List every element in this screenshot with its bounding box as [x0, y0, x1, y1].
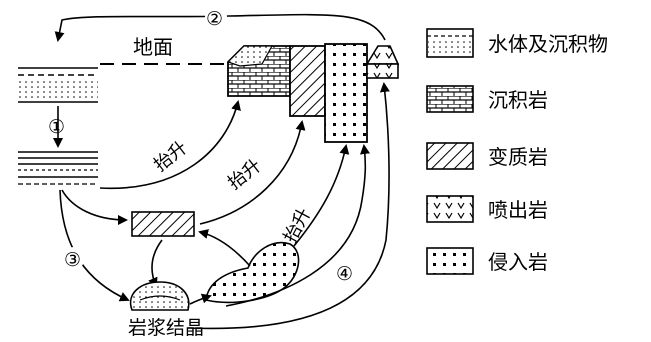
legend: 水体及沉积物 沉积岩 变质岩 喷出岩 侵入岩 [426, 28, 608, 275]
arrow-melting [59, 189, 130, 302]
legend-item-water-sediment: 水体及沉积物 [426, 28, 608, 58]
process-number-2: ② [206, 8, 223, 30]
legend-swatch-extrusive [426, 195, 474, 223]
legend-item-extrusive: 喷出岩 [426, 195, 548, 223]
arrow-to-intrusive [189, 293, 212, 305]
arrow-metamorphic-melting [148, 239, 163, 288]
legend-label-extrusive: 喷出岩 [488, 198, 548, 222]
legend-label-intrusive: 侵入岩 [488, 250, 548, 274]
ground-label: 地面 [133, 35, 173, 59]
water-sediment-layer [18, 67, 98, 103]
arrow-uplift-1 [99, 100, 241, 189]
arrow-eruption [187, 82, 390, 330]
legend-swatch-sedimentary [426, 85, 474, 113]
arrow-to-metamorphism [61, 189, 128, 225]
arrow-weathering-transport [54, 13, 386, 42]
process-number-1: ① [48, 116, 65, 138]
metamorphic-block-middle [131, 211, 195, 237]
arrow-uplift-2 [199, 120, 306, 225]
arrow-uplift-3 [293, 144, 350, 247]
legend-label-water-sediment: 水体及沉积物 [488, 32, 608, 56]
sedimentary-layer-left [18, 151, 98, 185]
magma-label: 岩浆结晶 [128, 317, 204, 339]
legend-item-sedimentary: 沉积岩 [426, 85, 548, 113]
uplift-label-2: 抬升 [224, 155, 265, 194]
legend-swatch-metamorphic [426, 142, 474, 170]
arrow-eruption-2 [225, 144, 370, 307]
legend-label-metamorphic: 变质岩 [488, 145, 548, 169]
process-number-4: ④ [336, 263, 353, 285]
surface-outcrop [226, 43, 400, 143]
process-number-3: ③ [64, 249, 81, 271]
legend-item-intrusive: 侵入岩 [426, 247, 548, 275]
legend-swatch-intrusive [426, 247, 474, 275]
legend-item-metamorphic: 变质岩 [426, 142, 548, 170]
arrow-intrusive-to-metamorphic [198, 229, 251, 267]
intrusive-body [205, 241, 300, 304]
legend-label-sedimentary: 沉积岩 [488, 88, 548, 112]
